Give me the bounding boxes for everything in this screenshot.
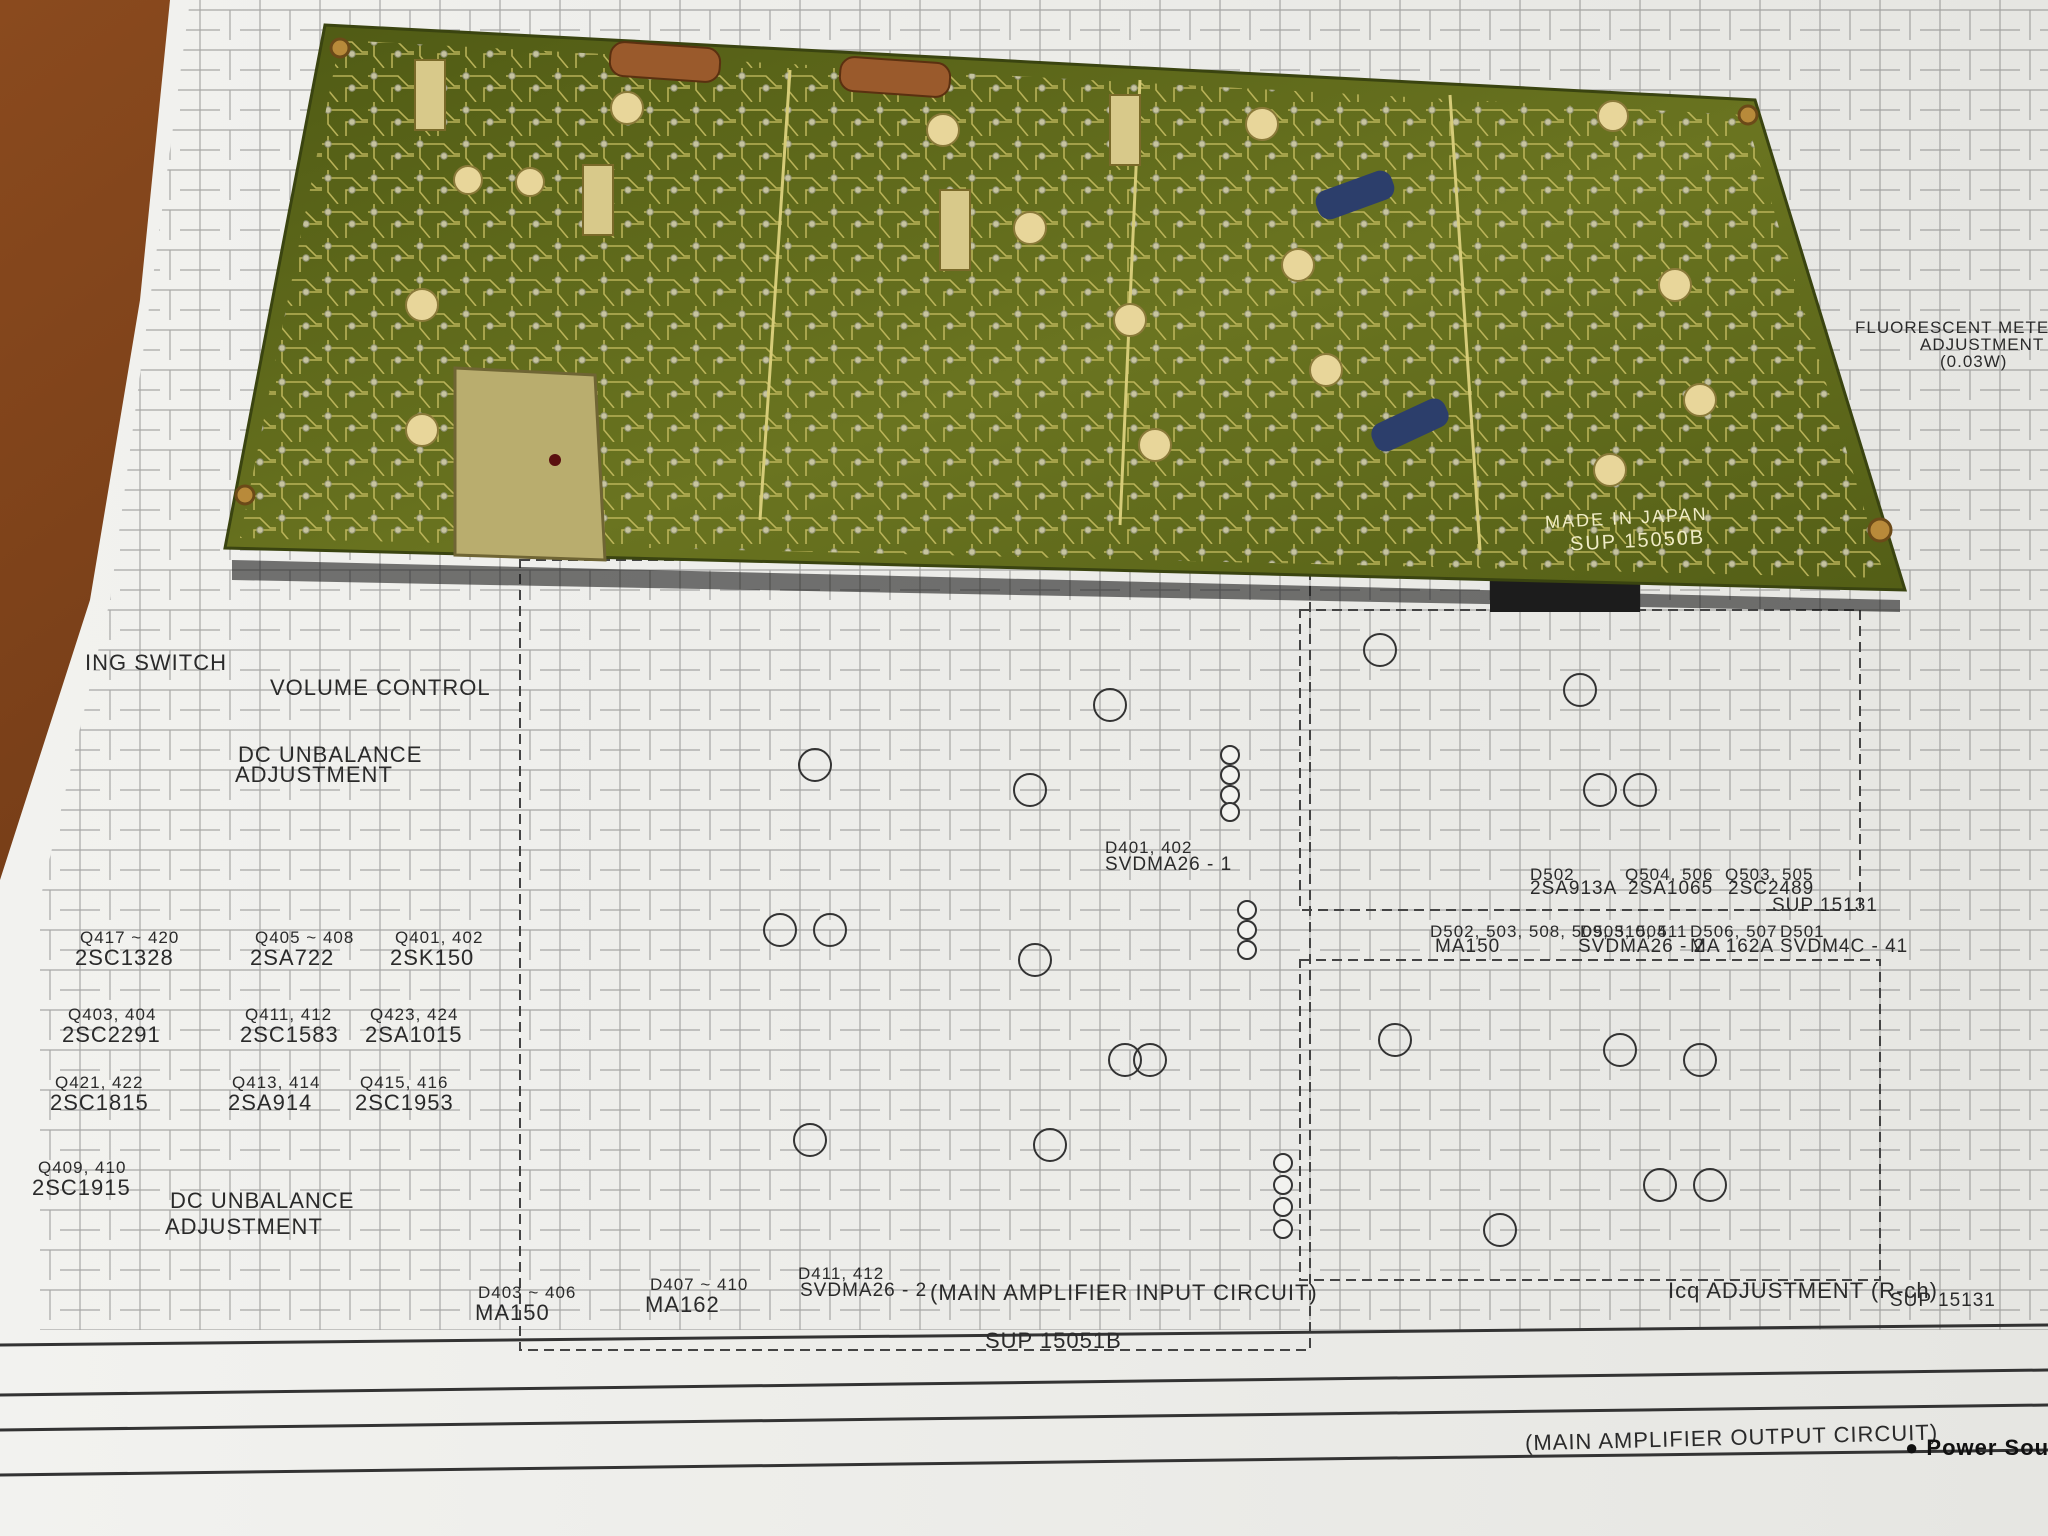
fluorescent-meter-power: (0.03W) xyxy=(1940,352,2008,371)
transistor-ref: Q409, 410 xyxy=(38,1158,127,1177)
transistor-ref: Q423, 424 xyxy=(370,1005,459,1024)
pcb-trimmers xyxy=(405,91,1717,487)
output-ref: D503, 504 xyxy=(1580,922,1668,941)
fluorescent-meter-adjustment: ADJUSTMENT xyxy=(1920,335,2045,354)
transistor-part: 2SA1015 xyxy=(365,1022,463,1047)
main-input-board-number: SUP 15051B xyxy=(985,1328,1122,1353)
transistor-ref: Q411, 412 xyxy=(245,1005,333,1024)
volume-control-label: VOLUME CONTROL xyxy=(270,675,491,700)
schematic-transistors xyxy=(763,633,1727,1247)
transistor-part: 2SC2291 xyxy=(62,1022,161,1047)
pcb-headers xyxy=(414,59,1141,271)
fluorescent-meter-label: FLUORESCENT METER xyxy=(1855,318,2048,337)
diode-ref: D403 ~ 406 xyxy=(478,1283,577,1302)
output-part: 2SC2489 xyxy=(1728,878,1815,899)
diode-part: MA150 xyxy=(475,1300,550,1325)
output-ref: Q504, 506 xyxy=(1625,865,1714,884)
output-ref: D502, 503, 508, 509, 510, 511 xyxy=(1430,922,1688,941)
dc-unbalance-adjustment-label-2: ADJUSTMENT xyxy=(165,1214,323,1239)
output-part: SVDMA26 - 2 xyxy=(1578,936,1706,957)
output-ref: D506, 507 xyxy=(1690,922,1778,941)
output-part: MA150 xyxy=(1435,936,1501,957)
dc-unbalance-label-1: DC UNBALANCE xyxy=(238,742,423,767)
dc-unbalance-label-2: DC UNBALANCE xyxy=(170,1188,355,1213)
bottom-bus-lines xyxy=(0,1323,2048,1477)
output-part: 2SA913A xyxy=(1530,878,1618,899)
output-part: 2SA1065 xyxy=(1628,878,1714,899)
pcb-power-resistors xyxy=(608,41,952,98)
transistor-ref: Q415, 416 xyxy=(360,1073,449,1092)
pcb-mounting-holes xyxy=(234,37,1893,543)
icq-adjustment-label: Icq ADJUSTMENT (R-ch) xyxy=(1668,1278,1938,1303)
sup-15131-bottom: SUP 15131 xyxy=(1890,1290,1996,1311)
transistor-ref: Q417 ~ 420 xyxy=(80,928,180,947)
output-part: SVDM4C - 41 xyxy=(1780,936,1909,957)
power-source-label: ● Power Sourc xyxy=(1905,1435,2048,1460)
transistor-part: 2SK150 xyxy=(390,945,475,970)
pcb-capacitors xyxy=(1315,170,1449,452)
transistor-part: 2SC1915 xyxy=(32,1175,131,1200)
transistor-ref: Q401, 402 xyxy=(395,928,484,947)
svdma26-1-ref: D401, 402 xyxy=(1105,838,1193,857)
transistor-part: 2SC1583 xyxy=(240,1022,339,1047)
transistor-ref: Q421, 422 xyxy=(55,1073,144,1092)
output-part: MA 162A xyxy=(1690,936,1775,957)
sup-15131-top: SUP 15131 xyxy=(1772,895,1878,916)
pcb-shadow xyxy=(232,560,1900,612)
ing-switch-label: ING SWITCH xyxy=(85,650,227,675)
output-ref: D501 xyxy=(1780,922,1825,941)
output-circuit-block-bottom xyxy=(1299,959,1881,1281)
diode-ref: D411, 412 xyxy=(798,1264,885,1283)
transistor-part: 2SC1328 xyxy=(75,945,174,970)
diode-ref: D407 ~ 410 xyxy=(650,1275,749,1294)
pcb-metal-bracket xyxy=(453,366,607,562)
svdma26-1-label: SVDMA26 - 1 xyxy=(1105,854,1233,875)
bracket-screw-hole xyxy=(549,454,561,466)
connector-terminals xyxy=(1220,745,1293,1239)
diode-part: MA162 xyxy=(645,1292,720,1317)
input-circuit-block xyxy=(519,559,1311,1351)
transistor-part: 2SC1815 xyxy=(50,1090,149,1115)
transistor-part: 2SC1953 xyxy=(355,1090,454,1115)
transistor-ref: Q413, 414 xyxy=(232,1073,321,1092)
svdma26-2-label: SVDMA26 - 2 xyxy=(800,1280,928,1301)
dc-unbalance-adjustment-label-1: ADJUSTMENT xyxy=(235,762,393,787)
output-ref: D502 xyxy=(1530,865,1575,884)
transistor-part: 2SA914 xyxy=(228,1090,313,1115)
output-ref: Q503, 505 xyxy=(1725,865,1814,884)
main-input-circuit-title: (MAIN AMPLIFIER INPUT CIRCUIT) xyxy=(930,1280,1318,1305)
transistor-part: 2SA722 xyxy=(250,945,335,970)
transistor-ref: Q403, 404 xyxy=(68,1005,157,1024)
transistor-ref: Q405 ~ 408 xyxy=(255,928,355,947)
